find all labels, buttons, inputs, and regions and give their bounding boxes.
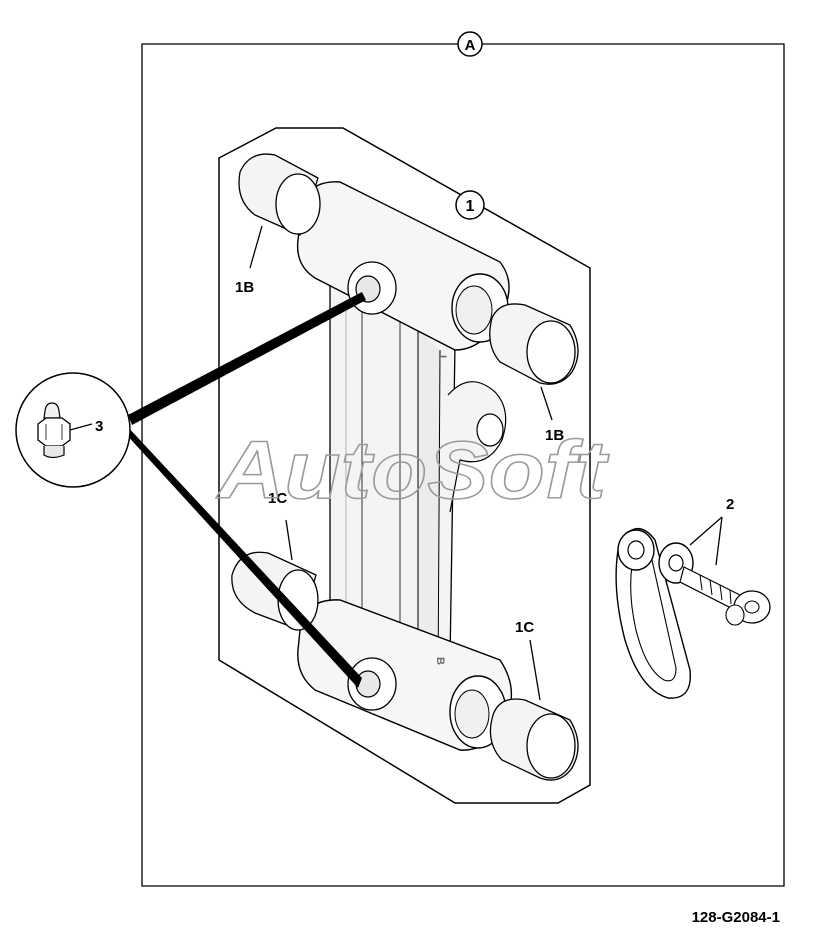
bushing-upper-right xyxy=(489,303,579,385)
watermark: AutoSoft xyxy=(216,425,610,516)
view-label-bubble: A xyxy=(457,31,483,57)
callout-1b-upper-right: 1B xyxy=(545,427,564,444)
upper-cross-tube xyxy=(296,181,510,351)
bushing-upper-left xyxy=(238,153,321,236)
grease-fitting-detail: 3 xyxy=(15,372,131,488)
shackle-part xyxy=(615,527,771,699)
leader-lines xyxy=(249,225,723,701)
figure-id: 128-G2084-1 xyxy=(692,909,780,926)
callout-1b-upper-left: 1B xyxy=(235,279,254,296)
bushing-lower-right xyxy=(489,698,579,781)
callout-1-label: 1 xyxy=(466,198,475,215)
view-label: A xyxy=(465,37,476,54)
stamp-l: L xyxy=(436,355,448,362)
view-frame xyxy=(141,43,785,887)
callout-3-label: 3 xyxy=(95,418,103,435)
callout-1c-lower-left: 1C xyxy=(268,490,287,507)
stamp-b: B xyxy=(434,657,446,665)
callout-assembly: 1 xyxy=(455,190,485,220)
callout-1c-lower-right: 1C xyxy=(515,619,534,636)
detail-wedges xyxy=(124,292,366,688)
callout-2-label: 2 xyxy=(726,496,734,513)
